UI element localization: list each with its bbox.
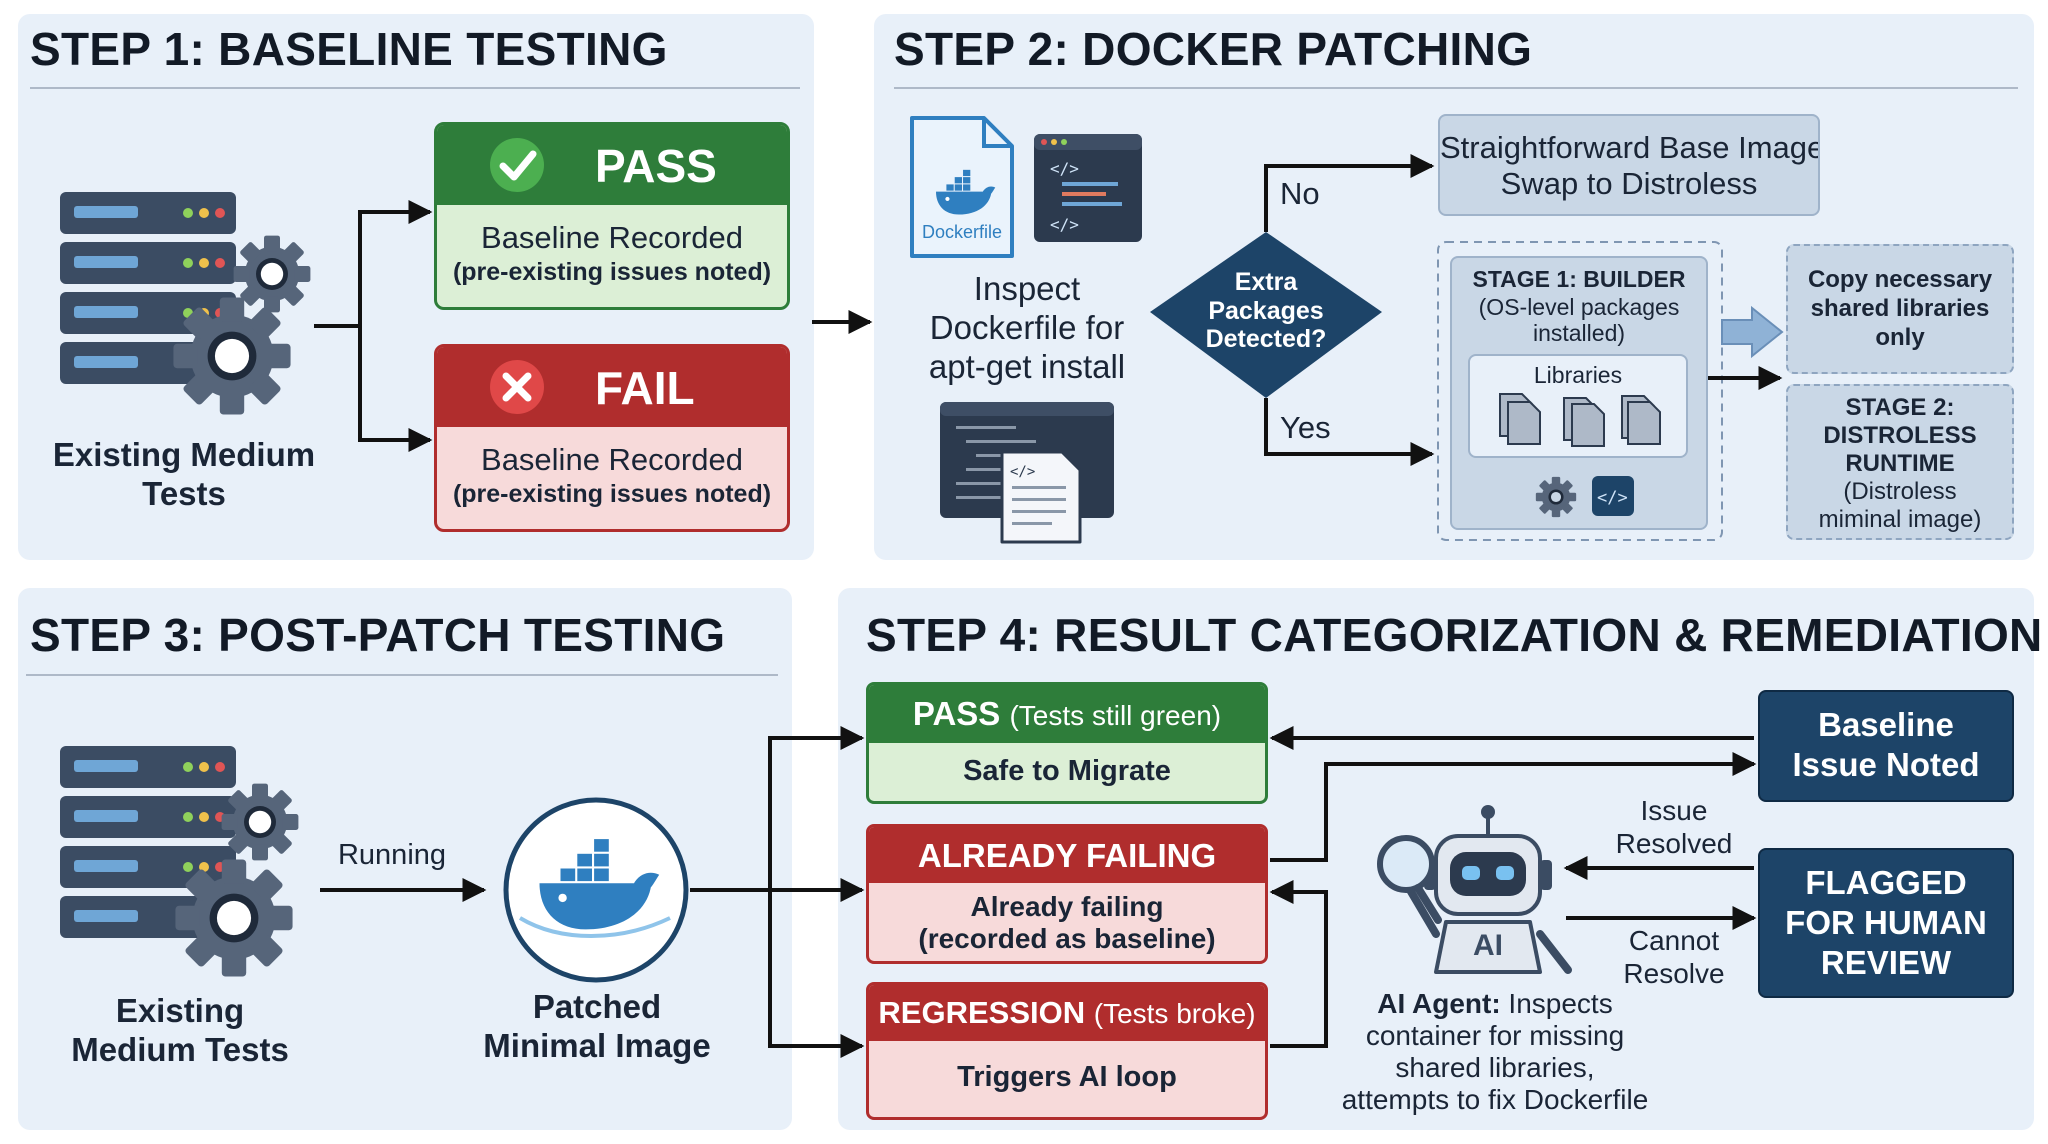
svg-text:</>: </> bbox=[1050, 159, 1079, 178]
result-pass-header: PASS (Tests still green) bbox=[912, 695, 1222, 732]
close-icon bbox=[490, 360, 544, 414]
step4-title: STEP 4: RESULT CATEGORIZATION & REMEDIAT… bbox=[866, 609, 2043, 661]
result-pass-box: PASS (Tests still green) Safe to Migrate bbox=[866, 682, 1268, 804]
step1-pass-line2: (pre-existing issues noted) bbox=[452, 258, 772, 286]
svg-text:</>: </> bbox=[1010, 464, 1035, 480]
step2-title: STEP 2: DOCKER PATCHING bbox=[894, 23, 1533, 75]
step1-title: STEP 1: BASELINE TESTING bbox=[30, 23, 668, 75]
result-regression-header: REGRESSION (Tests broke) bbox=[878, 995, 1256, 1030]
svg-text:</>: </> bbox=[1597, 488, 1628, 508]
step1-fail-line2: (pre-existing issues noted) bbox=[452, 480, 772, 508]
step1-divider bbox=[30, 87, 800, 89]
yes-label: Yes bbox=[1280, 410, 1331, 445]
result-failing-body2: (recorded as baseline) bbox=[918, 923, 1216, 954]
check-icon bbox=[490, 138, 544, 192]
step1-pass-header: PASS bbox=[595, 140, 717, 192]
step1-fail-line1: Baseline Recorded bbox=[481, 442, 743, 477]
result-failing-body1: Already failing bbox=[970, 891, 1164, 922]
svg-text:</>: </> bbox=[1050, 215, 1079, 234]
libraries-icon bbox=[1499, 393, 1661, 447]
no-label: No bbox=[1280, 176, 1320, 211]
result-regression-box: REGRESSION (Tests broke) Triggers AI loo… bbox=[866, 982, 1268, 1120]
dockerfile-label: Dockerfile bbox=[921, 222, 1003, 242]
step3-title: STEP 3: POST-PATCH TESTING bbox=[30, 609, 726, 661]
step3-divider bbox=[26, 674, 778, 676]
result-failing-header: ALREADY FAILING bbox=[917, 837, 1217, 874]
copy-libraries-box: Copy necessary shared libraries only bbox=[1786, 244, 2014, 374]
stage2-runtime-box: STAGE 2: DISTROLESS RUNTIME (Distroless … bbox=[1786, 384, 2014, 540]
ai-agent-description: AI Agent: Inspects container for missing… bbox=[1341, 988, 1649, 1115]
straightforward-box: Straightforward Base Image Swap to Distr… bbox=[1438, 114, 1820, 216]
result-failing-box: ALREADY FAILING Already failing (recorde… bbox=[866, 824, 1268, 964]
step2-divider bbox=[894, 87, 2018, 89]
step1-pass-line1: Baseline Recorded bbox=[481, 220, 743, 255]
running-label: Running bbox=[337, 839, 447, 871]
result-pass-body: Safe to Migrate bbox=[963, 755, 1171, 787]
step1-fail-box: FAIL Baseline Recorded (pre-existing iss… bbox=[434, 344, 790, 532]
builder-gear-code-icon: </> bbox=[1535, 476, 1634, 518]
baseline-issue-box: Baseline Issue Noted bbox=[1758, 690, 2014, 802]
result-regression-body: Triggers AI loop bbox=[957, 1061, 1177, 1093]
robot-badge: AI bbox=[1473, 929, 1503, 962]
step1-fail-header: FAIL bbox=[595, 362, 695, 414]
flagged-review-box: FLAGGED FOR HUMAN REVIEW bbox=[1758, 848, 2014, 998]
